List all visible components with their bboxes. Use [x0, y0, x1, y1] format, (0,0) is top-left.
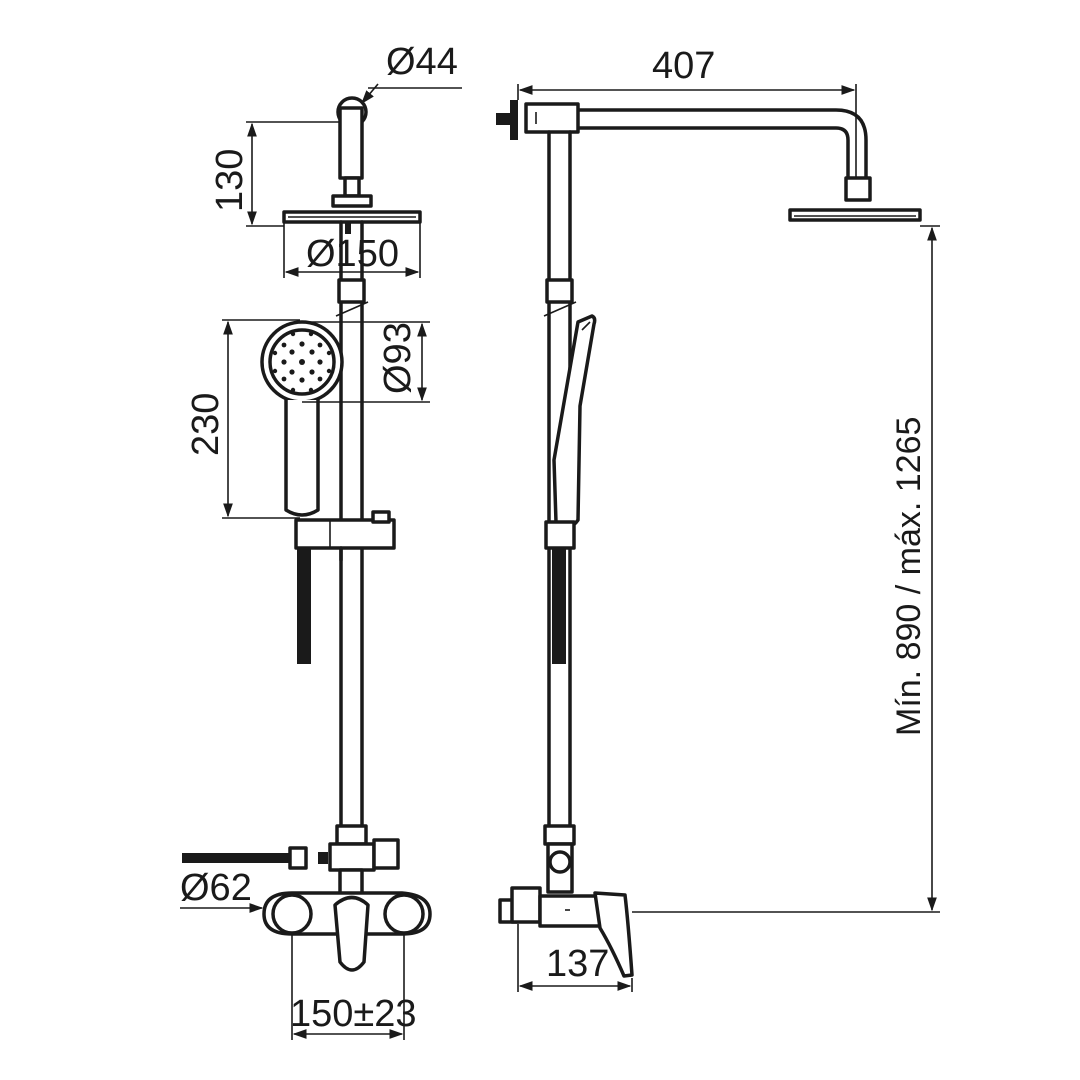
front-view — [182, 96, 432, 972]
dimension-labels: Ø44 130 Ø150 Ø93 230 Ø62 150±23 407 Mín.… — [180, 41, 928, 1035]
front-mixer — [262, 891, 432, 972]
side-diverter — [543, 824, 576, 894]
front-shower-head — [282, 210, 422, 234]
label-arm-tube-diameter: Ø44 — [386, 41, 458, 83]
front-diverter — [328, 824, 400, 898]
side-shower-head — [788, 176, 922, 222]
front-hose — [297, 548, 311, 664]
label-height-range: Mín. 890 / máx. 1265 — [890, 417, 928, 736]
label-head-diameter: Ø150 — [306, 233, 399, 275]
spray-nozzles — [272, 331, 332, 393]
front-outlet-hose — [182, 846, 328, 870]
label-connection-spacing: 150±23 — [290, 993, 417, 1035]
label-arm-height: 130 — [209, 149, 251, 212]
side-mixer — [498, 886, 634, 978]
side-holder — [544, 520, 576, 664]
side-hand-shower — [552, 314, 597, 529]
label-arm-reach: 407 — [652, 45, 715, 87]
front-shower-arm — [331, 96, 373, 208]
front-slide-holder — [294, 510, 396, 562]
label-hand-shower-length: 230 — [185, 393, 227, 456]
dimension-lines — [180, 83, 940, 1040]
front-hand-shower — [260, 320, 344, 517]
side-view — [496, 100, 922, 978]
label-hand-shower-diameter: Ø93 — [377, 322, 419, 394]
label-mixer-depth: 137 — [546, 943, 609, 985]
side-overhead-arm — [496, 100, 868, 184]
label-wall-connection-diameter: Ø62 — [180, 867, 252, 909]
